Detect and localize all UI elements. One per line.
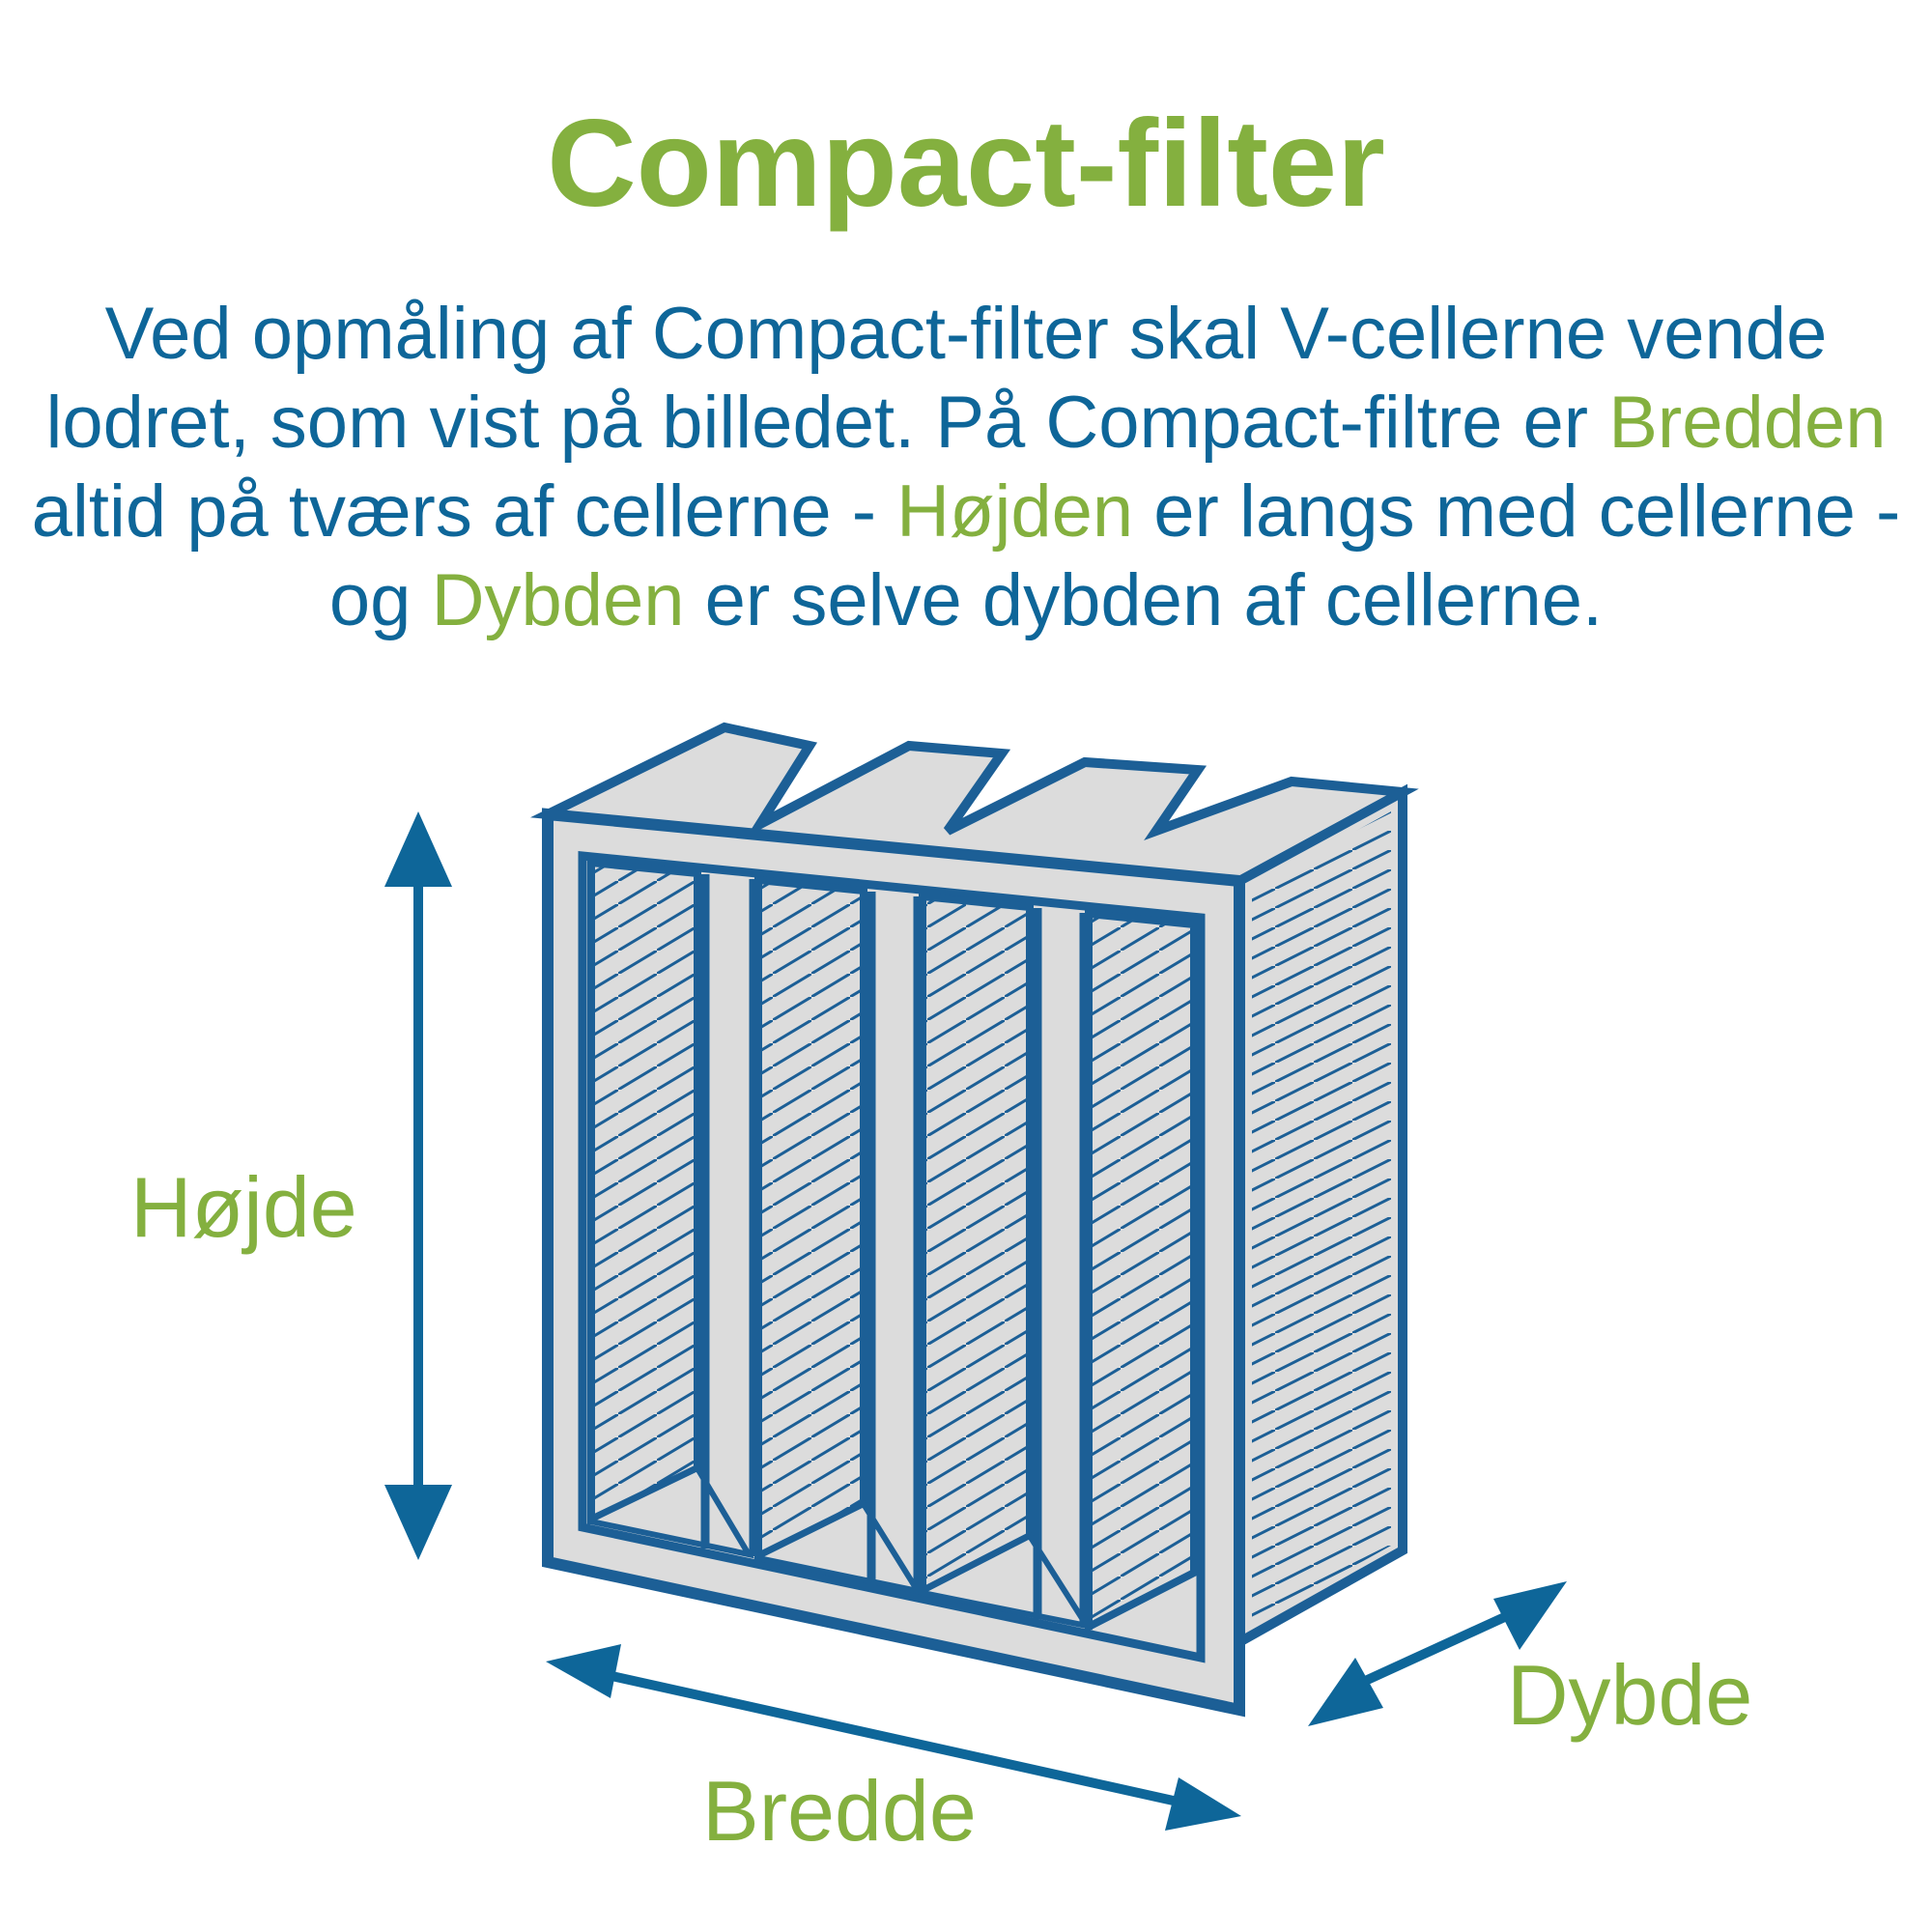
filter-dividers <box>700 874 1089 1627</box>
highlight-dybden: Dybden <box>431 559 685 641</box>
v-cell-3 <box>919 892 1094 1631</box>
description-part-4: er selve dybden af cellerne. <box>684 559 1604 641</box>
v-cell-4 <box>1085 909 1198 1634</box>
description-part-1: Ved opmåling af Compact-filter skal V-ce… <box>45 293 1828 464</box>
description-part-2: altid på tværs af cellerne - <box>31 470 897 553</box>
depth-label: Dybde <box>1507 1647 1753 1743</box>
highlight-bredden: Bredden <box>1608 382 1887 464</box>
filter-front-frame <box>542 808 1245 1718</box>
page-title: Compact-filter <box>547 95 1385 233</box>
v-cell-2 <box>754 875 924 1596</box>
description-text: Ved opmåling af Compact-filter skal V-ce… <box>19 290 1913 645</box>
depth-arrow-icon <box>1308 1581 1567 1726</box>
highlight-hojden: Højden <box>896 470 1134 553</box>
filter-side-face <box>1235 783 1407 1651</box>
description-part-3: er langs med cellerne - og <box>328 470 1901 641</box>
width-label: Bredde <box>702 1763 977 1859</box>
height-arrow-icon <box>384 811 452 1560</box>
height-label: Højde <box>130 1159 357 1255</box>
width-arrow-icon <box>546 1644 1241 1831</box>
filter-top-face <box>529 722 1419 887</box>
